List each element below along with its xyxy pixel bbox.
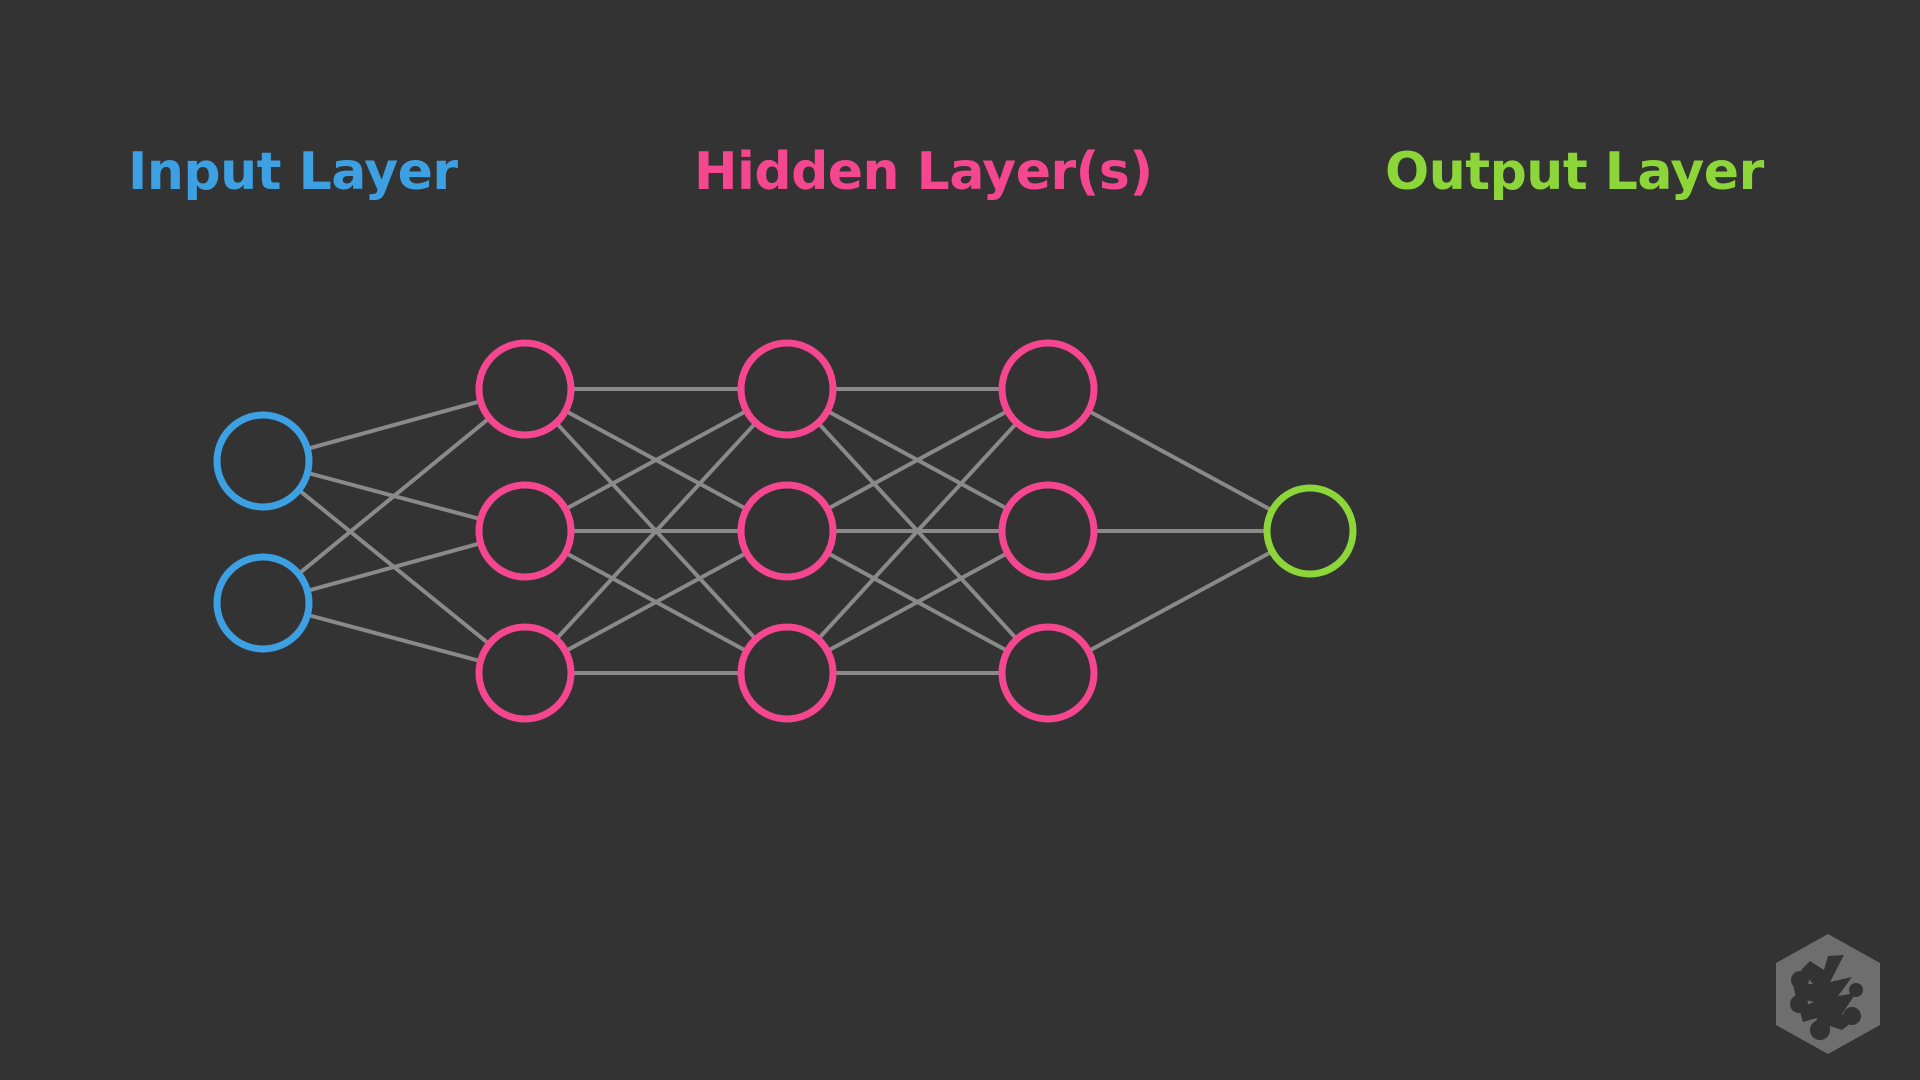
connection-edge xyxy=(305,612,483,664)
neuron-node-h1_1 xyxy=(475,339,575,439)
neuron-node-i1 xyxy=(213,411,313,511)
input-layer-label: Input Layer xyxy=(128,142,458,202)
neuron-node-h3_1 xyxy=(998,339,1098,439)
connection-edge xyxy=(563,408,749,512)
connection-edge xyxy=(825,408,1010,512)
neuron-nodes xyxy=(213,339,1357,723)
neuron-node-h1_3 xyxy=(475,623,575,723)
neuron-node-h3_2 xyxy=(998,481,1098,581)
neuron-node-i2 xyxy=(213,553,313,653)
brand-watermark-logo xyxy=(1776,934,1880,1054)
neuron-glyph-icon xyxy=(1790,955,1863,1040)
connection-edge xyxy=(305,399,483,451)
neuron-node-h1_2 xyxy=(475,481,575,581)
hidden-layer-label: Hidden Layer(s) xyxy=(694,142,1153,202)
connection-edge xyxy=(816,420,1019,642)
neuron-node-h2_3 xyxy=(737,623,837,723)
connection-edge xyxy=(296,416,492,576)
connection-edge xyxy=(825,550,1010,654)
connection-edge xyxy=(1086,549,1275,654)
connection-edges xyxy=(296,387,1275,675)
connection-edge xyxy=(1086,408,1275,513)
neuron-node-h2_2 xyxy=(737,481,837,581)
neuron-node-h2_1 xyxy=(737,339,837,439)
output-layer-label: Output Layer xyxy=(1385,142,1764,202)
connection-edge xyxy=(563,550,749,654)
neuron-node-h3_3 xyxy=(998,623,1098,723)
neuron-node-o1 xyxy=(1263,484,1357,578)
connection-edge xyxy=(554,420,758,642)
connection-edge xyxy=(305,541,483,593)
